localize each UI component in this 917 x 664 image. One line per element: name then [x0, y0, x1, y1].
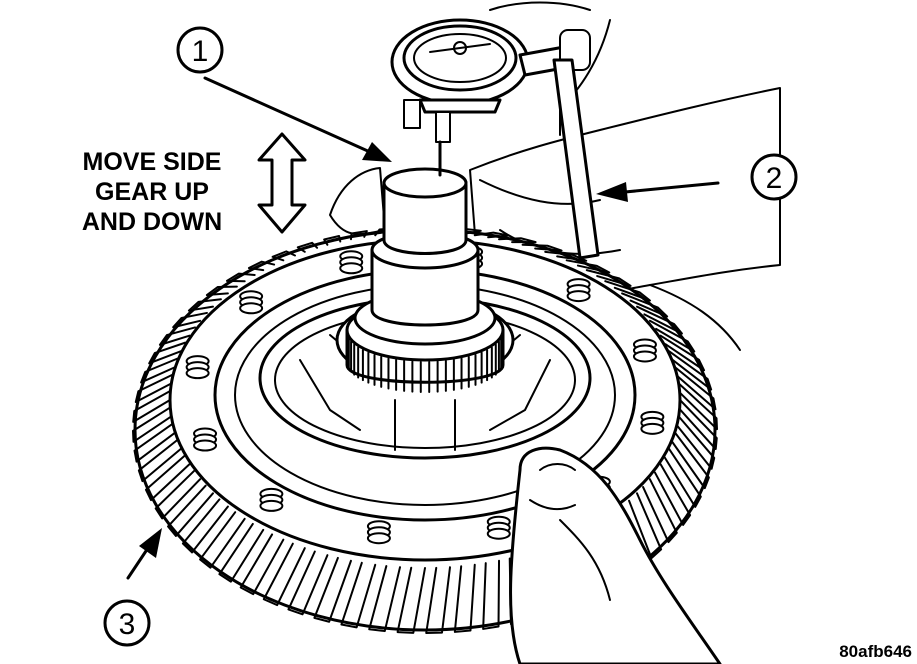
gear-tooth [158, 326, 197, 346]
dial-indicator [390, 18, 530, 177]
side-gear [335, 167, 515, 393]
gear-tooth [181, 498, 229, 554]
gear-tooth [247, 260, 276, 272]
gear-tooth [296, 241, 319, 253]
gear-tooth [340, 561, 377, 629]
gear-tooth [642, 478, 678, 544]
gear-tooth [167, 484, 214, 537]
gear-tooth [565, 259, 611, 274]
ring-gear-bolt [339, 250, 364, 275]
gear-tooth [368, 565, 402, 633]
ring-gear-bolt [259, 487, 284, 512]
callout-1: 1 [176, 26, 392, 162]
ring-gear-bolt [239, 290, 264, 315]
gear-tooth [137, 439, 182, 483]
ring-gear-bolt [566, 278, 591, 303]
ring-gear-bolt [366, 520, 391, 545]
gear-tooth [663, 447, 702, 508]
gear-tooth [628, 492, 663, 560]
callout-2: 2 [596, 153, 798, 202]
gear-tooth [271, 250, 296, 262]
gear-tooth [653, 463, 692, 526]
gear-tooth [349, 230, 368, 241]
gear-tooth [144, 454, 191, 502]
gear-tooth [521, 243, 563, 252]
gear-tooth [677, 382, 718, 431]
ring-gear-bolt [632, 338, 657, 363]
gear-tooth [133, 422, 176, 463]
ring-gear-bolt [193, 427, 218, 452]
gear-tooth [134, 373, 174, 404]
callout-3: 3 [103, 528, 162, 647]
gear-tooth [313, 556, 352, 623]
gear-tooth [132, 406, 173, 443]
gear-tooth [674, 366, 717, 411]
gear-tooth [225, 272, 256, 283]
gear-tooth [585, 269, 632, 287]
gear-tooth [668, 350, 713, 391]
gear-tooth [199, 511, 246, 569]
figure-code: 80afb646 [839, 642, 912, 661]
ring-gear-bolts [185, 245, 665, 545]
callout-3-label: 3 [119, 608, 136, 641]
gear-tooth [287, 550, 329, 616]
gear-tooth [482, 559, 501, 630]
gear-tooth [140, 357, 179, 384]
gear-tooth [678, 399, 718, 451]
gear-tooth [239, 533, 285, 596]
gear-tooth [659, 334, 706, 372]
instruction-line-1: MOVE SIDE [83, 148, 222, 176]
gear-tooth [453, 563, 476, 633]
gear-tooth [154, 470, 202, 520]
ring-gear-bolt [486, 515, 511, 540]
gear-tooth [676, 415, 716, 470]
up-down-arrow-icon [257, 132, 307, 234]
bearing-rollers [346, 331, 504, 393]
ring-gear-bolt [640, 410, 665, 435]
gear-tooth [604, 280, 651, 302]
gear-tooth [187, 298, 222, 312]
gear-tooth [671, 431, 710, 490]
technician-fingers [509, 446, 722, 664]
gear-tooth [262, 542, 306, 607]
gear-tooth [636, 305, 683, 335]
ring-gear-bolt [185, 355, 210, 380]
gear-tooth [621, 292, 669, 318]
instruction-line-3: AND DOWN [82, 208, 222, 236]
gear-tooth [172, 311, 208, 329]
instruction-line-2: GEAR UP [95, 178, 209, 206]
callout-1-label: 1 [192, 35, 209, 68]
gear-tooth [473, 231, 510, 239]
gear-tooth [648, 319, 696, 353]
gear-tooth [396, 566, 426, 634]
gear-tooth [323, 234, 342, 246]
gear-tooth [425, 566, 451, 634]
callout-2-label: 2 [766, 162, 783, 195]
gear-tooth [132, 389, 172, 423]
gear-tooth [218, 522, 265, 583]
gear-tooth [498, 237, 537, 244]
gear-tooth [205, 285, 238, 297]
gear-tooth [148, 341, 187, 365]
indicator-mount-rod [518, 29, 600, 260]
